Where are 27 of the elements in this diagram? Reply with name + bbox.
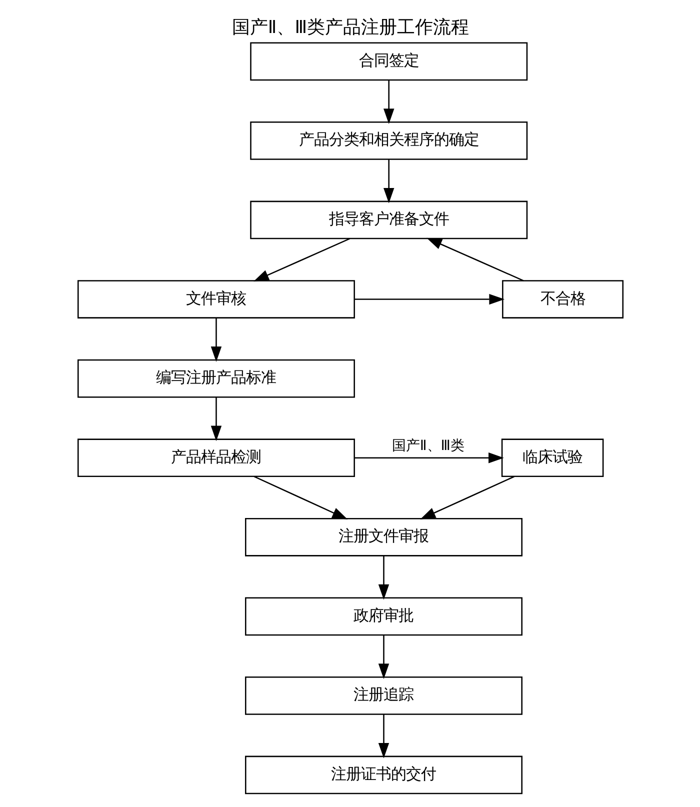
arrow [426,238,524,282]
arrow [378,556,389,600]
arrow [253,476,348,520]
node-box: 注册追踪 [244,676,522,715]
arrow [354,452,504,464]
arrow [382,80,394,124]
arrow [252,238,350,282]
arrow [382,159,394,204]
node-box: 文件审核 [76,280,354,318]
arrow [210,318,222,362]
node-box: 政府审批 [244,597,522,636]
arrow [378,714,389,758]
node-box: 指导客户准备文件 [250,200,528,240]
node-box: 编写注册产品标准 [76,359,354,398]
arrow [354,294,504,305]
arrow [210,397,222,442]
arrow [378,635,389,680]
node-box: 产品分类和相关程序的确定 [250,122,528,160]
node-box: 不合格 [502,280,624,318]
diagram-title: 国产Ⅱ、Ⅲ类产品注册工作流程 [231,16,469,38]
node-box: 产品样品检测 [76,438,354,478]
node-box: 临床试验 [500,438,604,478]
node-box: 合同签定 [250,42,528,81]
node-box: 注册证书的交付 [244,756,522,794]
node-box: 注册文件审报 [244,518,522,556]
edge-label: 国产Ⅱ、Ⅲ类 [391,438,464,454]
arrow [420,476,514,520]
